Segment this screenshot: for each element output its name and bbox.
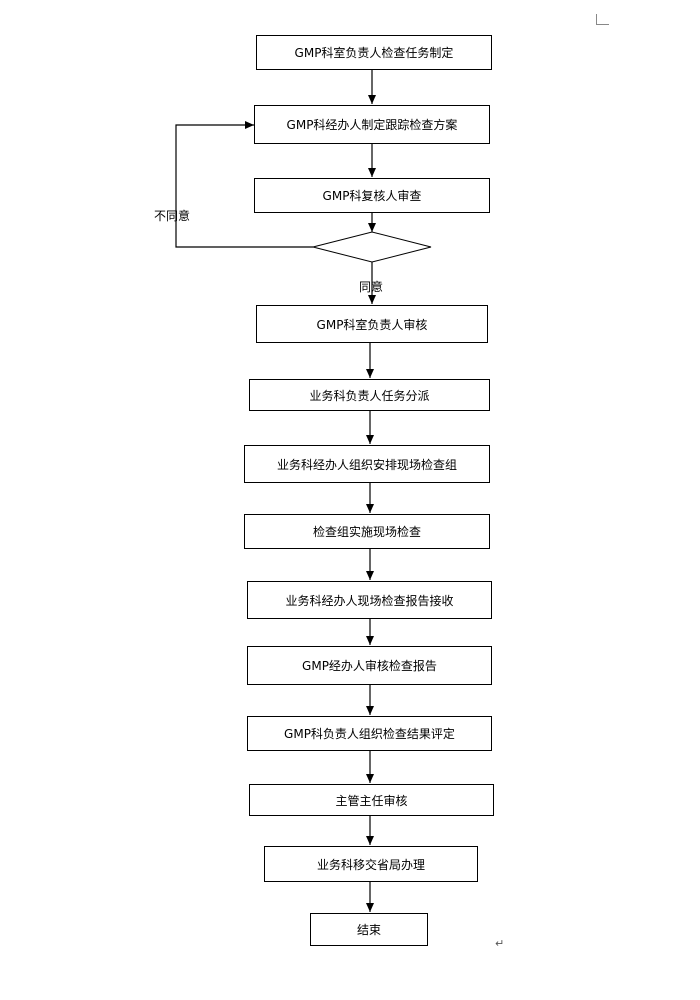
page-corner-mark xyxy=(596,14,609,25)
step-organize-inspection-team: 业务科经办人组织安排现场检查组 xyxy=(244,445,490,483)
step-transfer-provincial: 业务科移交省局办理 xyxy=(264,846,478,882)
paragraph-mark: ↵ xyxy=(495,937,505,950)
step-onsite-inspection: 检查组实施现场检查 xyxy=(244,514,490,549)
step-task-dispatch: 业务科负责人任务分派 xyxy=(249,379,490,411)
step-report-receipt: 业务科经办人现场检查报告接收 xyxy=(247,581,492,619)
step-section-head-approval: GMP科室负责人审核 xyxy=(256,305,488,343)
step-task-formulation: GMP科室负责人检查任务制定 xyxy=(256,35,492,70)
step-tracking-plan: GMP科经办人制定跟踪检查方案 xyxy=(254,105,490,144)
step-report-review: GMP经办人审核检查报告 xyxy=(247,646,492,685)
step-reviewer-check: GMP科复核人审查 xyxy=(254,178,490,213)
step-result-evaluation: GMP科负责人组织检查结果评定 xyxy=(247,716,492,751)
reject-loop xyxy=(175,121,313,248)
decision-diamond xyxy=(312,231,432,263)
label-disagree: 不同意 xyxy=(154,209,191,223)
label-agree: 同意 xyxy=(359,280,384,294)
step-end: 结束 xyxy=(310,913,428,946)
step-director-review: 主管主任审核 xyxy=(249,784,494,816)
